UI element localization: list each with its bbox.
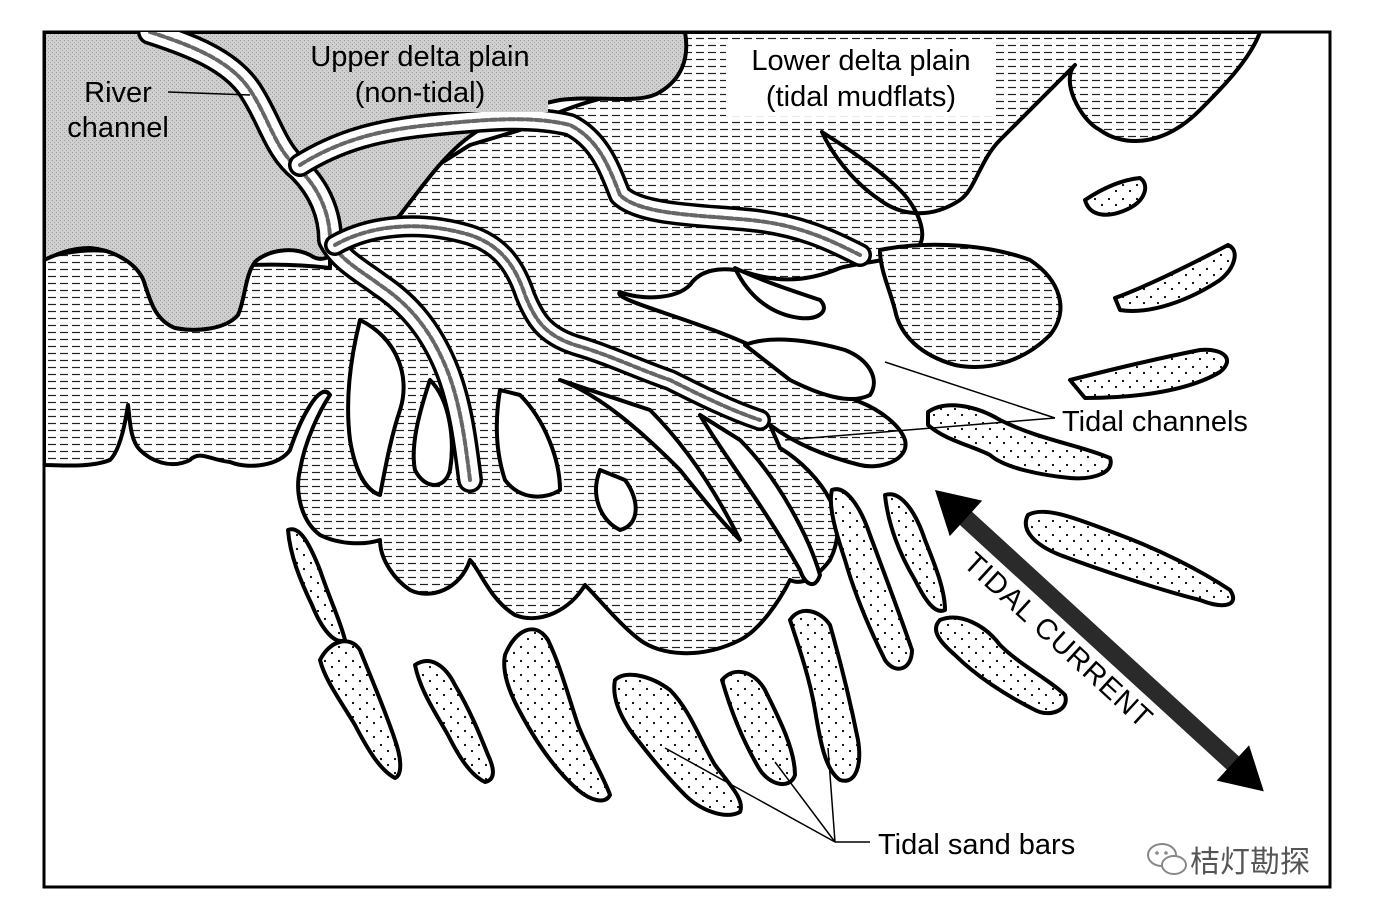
tidal-sand-bars bbox=[286, 176, 1237, 817]
leader-lines bbox=[167, 91, 1056, 843]
tidal-channels-label: Tidal channels bbox=[1062, 406, 1248, 438]
wechat-icon bbox=[1147, 843, 1187, 875]
tidal-sand-bars-label: Tidal sand bars bbox=[878, 829, 1075, 861]
river-channel-network bbox=[137, 32, 872, 493]
tidal-current-arrow bbox=[935, 490, 1264, 792]
upper-delta-plain-label: Upper delta plain bbox=[310, 41, 529, 73]
lower-delta-plain-label: Lower delta plain bbox=[751, 45, 970, 77]
lower-delta-plain-sublabel: (tidal mudflats) bbox=[766, 81, 956, 113]
watermark: 桔灯勘探 bbox=[1147, 843, 1310, 880]
tidal-channel-cuts bbox=[346, 242, 1063, 586]
river-channel-label: River bbox=[84, 77, 152, 109]
river-channel-sublabel: channel bbox=[67, 112, 169, 144]
lower-delta-plain-mudflats bbox=[44, 32, 1262, 656]
watermark-text: 桔灯勘探 bbox=[1190, 845, 1310, 880]
upper-delta-plain-sublabel: (non-tidal) bbox=[355, 77, 486, 109]
